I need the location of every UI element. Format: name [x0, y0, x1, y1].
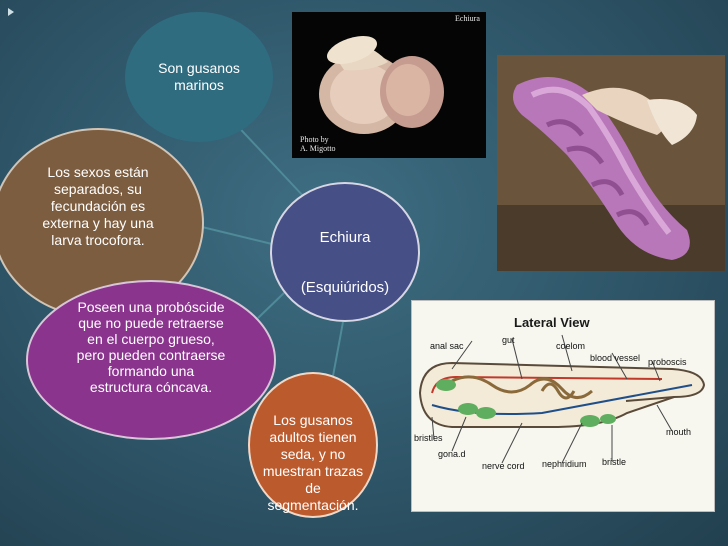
label-bristle: bristle	[602, 457, 627, 467]
label-nephridium: nephridium	[542, 459, 587, 469]
center-title: Echiura	[319, 228, 371, 246]
label-nerve-cord: nerve cord	[482, 461, 525, 471]
connector-marine	[229, 117, 306, 199]
node-proboscis: Poseen una probóscide que no puede retra…	[26, 280, 276, 440]
label-mouth: mouth	[666, 427, 692, 437]
label-anal-sac: anal sac	[430, 341, 464, 351]
label-blood-vessel: blood vessel	[590, 353, 641, 363]
label-coelom: coelom	[556, 341, 586, 351]
photo1-caption: Echiura	[455, 14, 480, 23]
photo1-credit: Photo by A. Migotto	[300, 135, 336, 153]
diagram-title: Lateral View	[514, 315, 590, 330]
connector-proboscis	[257, 291, 286, 319]
label-gut: gut	[502, 335, 515, 345]
node-adult-text: Los gusanos adultos tienen seda, y no mu…	[262, 412, 364, 513]
label-gonad: gona.d	[438, 449, 466, 459]
connector-adult	[332, 321, 344, 377]
node-proboscis-text: Poseen una probóscide que no puede retra…	[76, 299, 226, 395]
echiura-photo-2	[497, 55, 725, 271]
node-marine-text: Son gusanos marinos	[158, 60, 240, 93]
node-center-echiura: Echiura (Esquiúridos)	[270, 182, 420, 322]
node-separate-sexes: Los sexos están separados, su fecundació…	[0, 128, 204, 318]
slide-bullet-icon	[8, 8, 14, 16]
label-bristles: bristles	[414, 433, 443, 443]
label-proboscis: proboscis	[648, 357, 687, 367]
node-sexes-text: Los sexos están separados, su fecundació…	[42, 163, 154, 248]
connector-sexes	[197, 225, 273, 245]
lateral-view-diagram: Lateral View anal sac gut coelom blood v…	[411, 300, 715, 512]
echiura-photo-1	[292, 12, 486, 158]
node-marine-worms: Son gusanos marinos	[125, 12, 273, 142]
node-adult-worms: Los gusanos adultos tienen seda, y no mu…	[248, 372, 378, 518]
center-subtitle: (Esquiúridos)	[300, 278, 390, 296]
